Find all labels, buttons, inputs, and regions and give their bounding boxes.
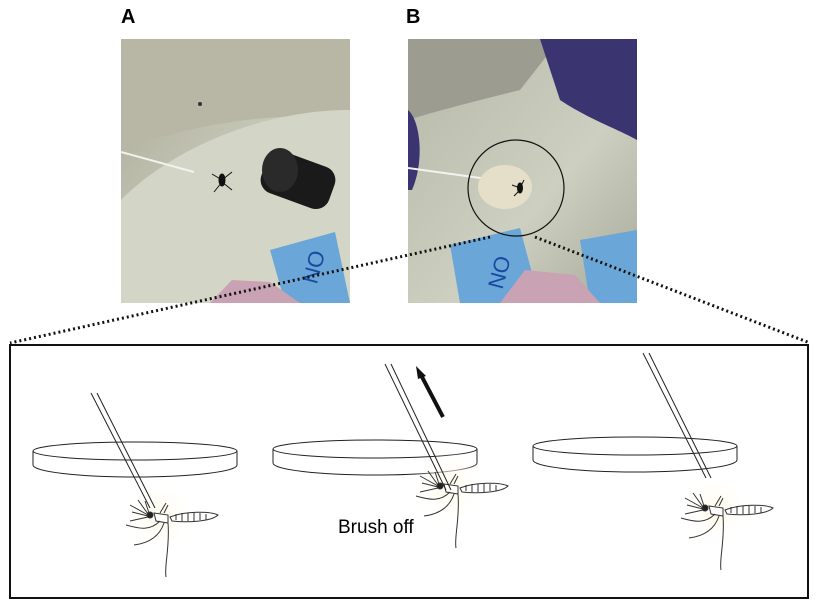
photo-a: NO [121, 39, 350, 303]
dish-photo [478, 165, 532, 209]
step-3 [532, 352, 774, 571]
photo-b: NO [408, 39, 637, 303]
zoom-line-right [534, 235, 811, 345]
panel-b-label: B [406, 6, 421, 28]
pink-paper [210, 280, 300, 303]
black-rubber-stopper [260, 148, 336, 210]
step-1 [32, 392, 238, 578]
arrow-up-icon [416, 366, 426, 379]
panel-a-label: A [121, 6, 136, 28]
blue-tag [270, 232, 350, 303]
zoom-line-left [9, 235, 491, 345]
step-2 [272, 363, 509, 549]
glove [540, 39, 637, 140]
highlight-circle [467, 139, 565, 237]
mosquito-photo-a [211, 171, 233, 193]
brush-off-caption: Brush off [338, 517, 414, 538]
arrow-up-shaft [419, 374, 445, 418]
